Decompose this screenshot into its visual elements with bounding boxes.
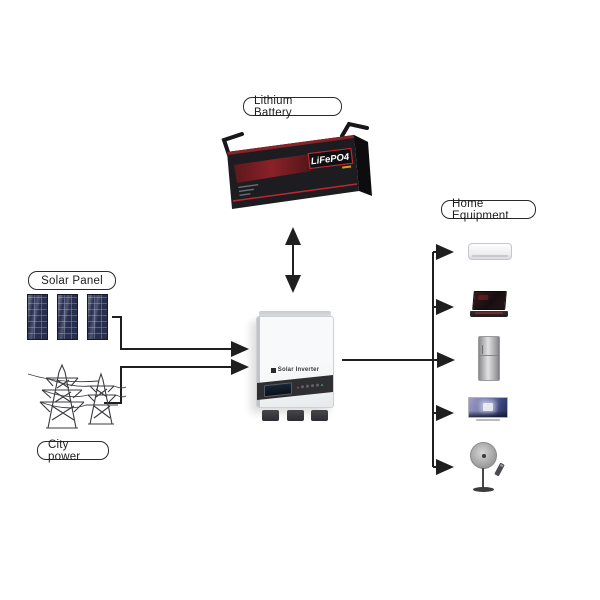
battery-spec-line <box>239 193 251 197</box>
inverter-brand: Solar Inverter <box>257 367 333 373</box>
battery-red-stripe <box>234 154 311 183</box>
solar-inverter-image: Solar Inverter <box>256 311 334 421</box>
inverter-led-red <box>297 386 299 389</box>
battery-badge-accent <box>342 165 352 169</box>
battery-brand-text: LiFePO4 <box>310 152 350 168</box>
battery-red-edge <box>227 135 354 155</box>
inverter-button <box>311 384 314 388</box>
lithium-battery-image: LiFePO4 <box>221 119 379 222</box>
inverter-brand-text: Solar Inverter <box>277 367 320 373</box>
solar-panel-3 <box>87 294 108 340</box>
solar-panel-2 <box>57 294 78 340</box>
pedestal-fan-icon <box>470 442 497 469</box>
inverter-buttons <box>297 383 323 389</box>
city-power-label-text: City power <box>48 438 81 463</box>
battery-spec-line <box>238 188 254 193</box>
citypower-inverter-arrow <box>104 359 249 404</box>
solar-inverter-arrow <box>112 316 249 357</box>
inverter-lcd-display <box>264 381 292 397</box>
solar-panel-1 <box>27 294 48 340</box>
inverter-control-panel <box>257 374 333 401</box>
laptop-base <box>470 311 508 317</box>
inverter-led-green <box>321 383 323 386</box>
battery-graphic: LiFePO4 <box>221 121 372 209</box>
inverter-port <box>262 410 279 421</box>
battery-handle-left <box>221 132 244 157</box>
inverter-button <box>301 385 304 389</box>
solar-panel-label-text: Solar Panel <box>41 274 103 287</box>
television-screen <box>468 397 508 418</box>
inverter-button <box>306 384 309 388</box>
laptop-screen <box>472 291 507 310</box>
inverter-port <box>286 410 304 421</box>
battery-spec-line <box>238 183 259 189</box>
transmission-tower-small <box>86 372 118 425</box>
inverter-ports <box>256 410 334 421</box>
television-stand <box>476 419 500 421</box>
home-equipment-label: Home Equipment <box>441 197 536 222</box>
fan-pole <box>482 468 484 488</box>
battery-bottom-red-line <box>232 183 358 202</box>
fan-base <box>473 487 494 492</box>
inverter-body: Solar Inverter <box>256 316 334 408</box>
transmission-towers-graphic <box>27 363 127 429</box>
inverter-button <box>316 383 319 387</box>
air-conditioner-icon <box>468 243 512 260</box>
lithium-battery-label-text: Lithium Battery <box>254 94 293 119</box>
home-equipment-label-text: Home Equipment <box>452 197 509 222</box>
inverter-logo-icon <box>270 367 276 373</box>
solar-panel-label: Solar Panel <box>28 271 116 290</box>
city-power-label: City power <box>37 438 109 463</box>
inverter-top-face <box>259 311 331 316</box>
inverter-port <box>311 410 328 421</box>
laptop-icon <box>470 291 508 318</box>
battery-side-face <box>354 135 372 196</box>
refrigerator-icon <box>478 336 500 381</box>
transmission-tower-large <box>39 363 85 429</box>
lithium-battery-label: Lithium Battery <box>243 94 342 119</box>
power-wires <box>27 373 127 409</box>
battery-handle-right <box>340 121 369 138</box>
city-power-towers-image <box>26 360 127 437</box>
television-icon <box>468 397 508 424</box>
battery-brand-badge <box>307 147 354 170</box>
